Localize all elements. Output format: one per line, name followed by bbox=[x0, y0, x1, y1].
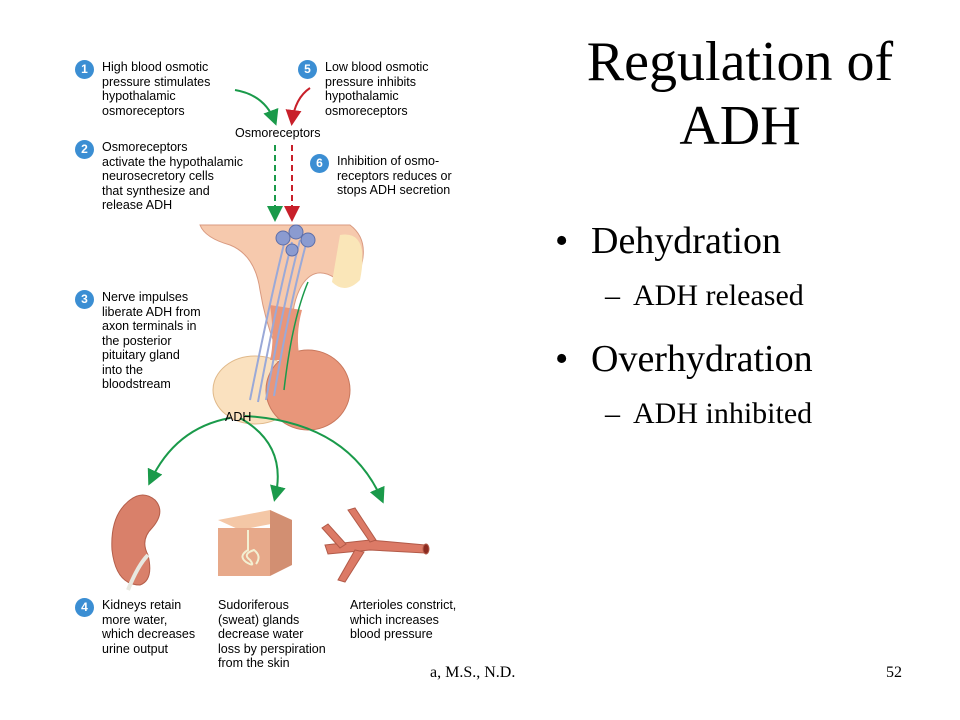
green-axon-line bbox=[283, 281, 309, 391]
effect-text: Arterioles constrict, which increases bl… bbox=[350, 598, 457, 641]
inhibit-arrow bbox=[285, 87, 311, 126]
sub-bullet-adh-released: – ADH released bbox=[555, 276, 955, 316]
bullet-dot: • bbox=[555, 338, 569, 380]
stimulate-arrow bbox=[234, 89, 279, 126]
adh-regulation-diagram: 1 High blood osmotic pressure stimulates… bbox=[70, 50, 490, 690]
step-number-badge: 6 bbox=[310, 154, 329, 173]
step-text: Nerve impulses liberate ADH from axon te… bbox=[102, 290, 201, 391]
arrow-to-arteriole bbox=[244, 415, 385, 504]
sub-bullet-dash: – bbox=[605, 279, 620, 312]
bullet-dehydration: • Dehydration bbox=[555, 218, 955, 264]
bullet-text: Overhydration bbox=[591, 338, 813, 380]
osmoreceptors-label: Osmoreceptors bbox=[235, 126, 321, 140]
step-number-badge: 5 bbox=[298, 60, 317, 79]
sub-bullet-text: ADH inhibited bbox=[633, 397, 813, 430]
step-number-badge: 1 bbox=[75, 60, 94, 79]
step-6: 6 Inhibition of osmo- receptors reduces … bbox=[310, 154, 490, 204]
bullet-list: • Dehydration – ADH released • Overhydra… bbox=[555, 218, 955, 454]
arrow-to-skin bbox=[239, 417, 286, 502]
step-2: 2 Osmoreceptors activate the hypothalami… bbox=[75, 140, 275, 216]
arteriole-icon bbox=[321, 507, 430, 583]
slide-title: Regulation of ADH bbox=[586, 31, 894, 157]
neurosecretory-axons bbox=[249, 239, 307, 403]
step-text: Kidneys retain more water, which decreas… bbox=[102, 598, 196, 656]
effect-arterioles: Arterioles constrict, which increases bl… bbox=[350, 598, 490, 648]
sub-bullet-text: ADH released bbox=[633, 279, 804, 312]
step-1: 1 High blood osmotic pressure stimulates… bbox=[75, 60, 275, 124]
adh-label: ADH bbox=[225, 410, 252, 424]
effect-sweat-glands: Sudoriferous (sweat) glands decrease wat… bbox=[218, 598, 348, 678]
arrow-to-kidney bbox=[147, 417, 231, 486]
skin-block-icon bbox=[218, 510, 292, 576]
footer-author: a, M.S., N.D. bbox=[430, 664, 516, 681]
step-text: Inhibition of osmo- receptors reduces or… bbox=[337, 154, 452, 197]
page-number: 52 bbox=[886, 664, 902, 681]
bullet-overhydration: • Overhydration bbox=[555, 336, 955, 382]
ureter-icon bbox=[126, 553, 150, 591]
step-3: 3 Nerve impulses liberate ADH from axon … bbox=[75, 290, 235, 400]
neurosecretory-cell-bodies bbox=[275, 224, 316, 257]
step-number-badge: 4 bbox=[75, 598, 94, 617]
step-text: High blood osmotic pressure stimulates h… bbox=[102, 60, 211, 118]
effect-text: Sudoriferous (sweat) glands decrease wat… bbox=[218, 598, 326, 670]
sub-bullet-adh-inhibited: – ADH inhibited bbox=[555, 394, 955, 434]
step-text: Low blood osmotic pressure inhibits hypo… bbox=[325, 60, 429, 118]
step-5: 5 Low blood osmotic pressure inhibits hy… bbox=[298, 60, 478, 124]
optic-region bbox=[332, 234, 363, 289]
sub-bullet-dash: – bbox=[605, 397, 620, 430]
step-number-badge: 2 bbox=[75, 140, 94, 159]
anterior-pituitary bbox=[265, 349, 351, 431]
step-number-badge: 3 bbox=[75, 290, 94, 309]
sweat-gland-coil bbox=[241, 530, 260, 566]
step-text: Osmoreceptors activate the hypothalamic … bbox=[102, 140, 244, 212]
step-4: 4 Kidneys retain more water, which decre… bbox=[75, 598, 215, 662]
diagram-artwork bbox=[111, 87, 430, 591]
bullet-dot: • bbox=[555, 220, 569, 262]
bullet-text: Dehydration bbox=[591, 220, 781, 262]
